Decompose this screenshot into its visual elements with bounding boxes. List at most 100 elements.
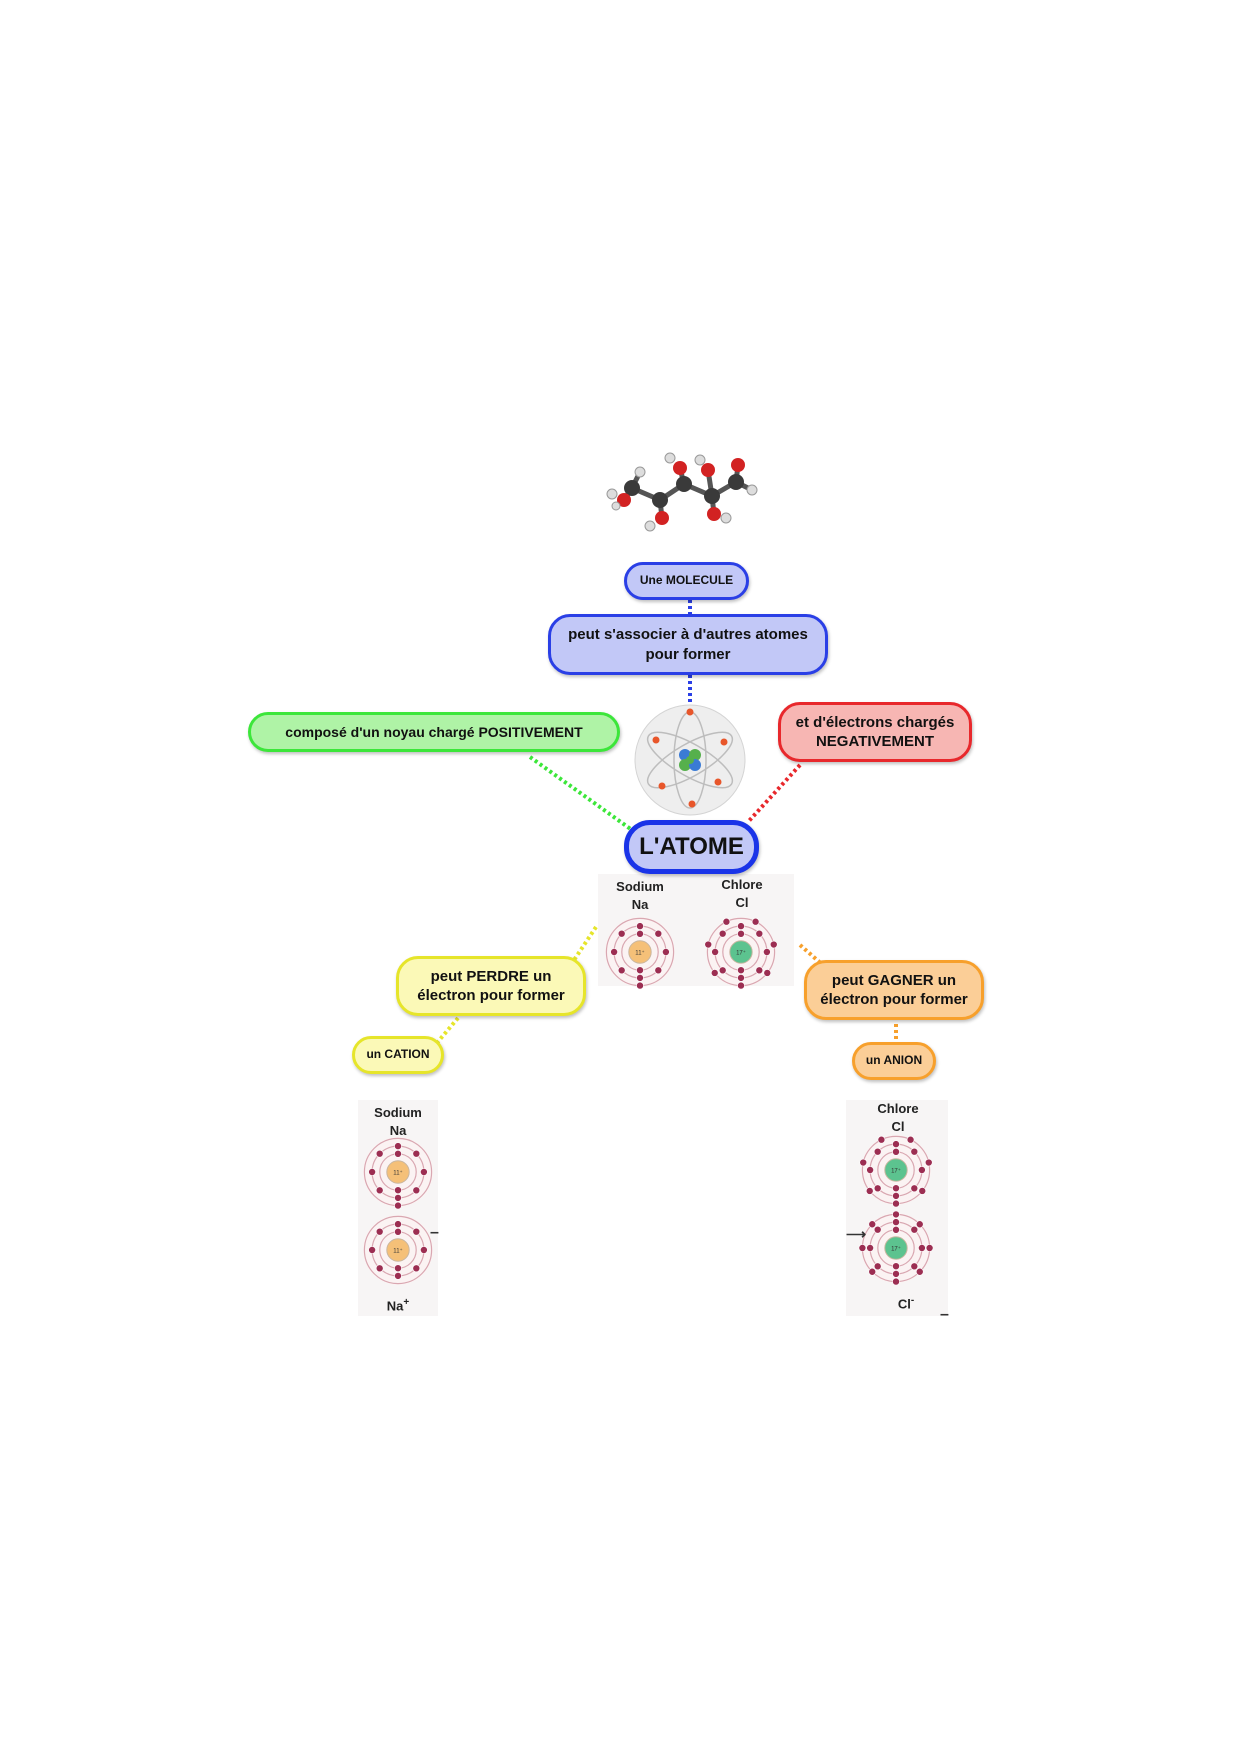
sodium-atom-electron xyxy=(412,1186,421,1195)
associate-node: peut s'associer à d'autres atomes pour f… xyxy=(548,614,828,675)
chlore-atom-electron xyxy=(906,1135,915,1144)
right-chlore-label: Chlore Cl xyxy=(868,1100,928,1135)
connector-electrons-atom xyxy=(746,763,802,824)
chlorure-ion-electron xyxy=(910,1262,919,1271)
chlore-atom-electron xyxy=(924,1158,933,1167)
chlorure-ion-electron xyxy=(910,1225,919,1234)
center-sodium-name: Sodium xyxy=(616,879,664,894)
center-chlore-electron xyxy=(718,929,727,938)
sodium-atom-electron xyxy=(375,1149,384,1158)
left-ion-charge: + xyxy=(403,1297,410,1308)
sodium-atom-electron xyxy=(394,1194,402,1202)
center-sodium-electron xyxy=(654,929,663,938)
connector-nucleus-atom xyxy=(528,755,634,832)
right-chlore-name: Chlore xyxy=(877,1101,919,1116)
center-sodium-symbol: Na xyxy=(631,896,649,912)
chlorure-ion-electron xyxy=(892,1277,900,1286)
center-chlore-symbol: Cl xyxy=(735,894,749,910)
right-minus-sign: – xyxy=(940,1306,949,1323)
chlore-atom-electron xyxy=(892,1148,900,1156)
center-chlore-electron xyxy=(737,966,745,975)
right-ion-symbol: Cl xyxy=(897,1296,911,1312)
center-sodium-electron xyxy=(662,948,670,956)
chlorure-ion-electron xyxy=(892,1270,900,1278)
sodium-ion-electron xyxy=(420,1246,428,1254)
anion-node: un ANION xyxy=(852,1042,936,1080)
center-chlore-electron xyxy=(769,940,778,949)
chlorure-ion-electron xyxy=(858,1244,867,1252)
left-sodium-name: Sodium xyxy=(374,1105,422,1120)
molecule-image xyxy=(606,452,758,532)
chlore-atom-electron xyxy=(910,1147,919,1156)
sodium-ion-electron xyxy=(394,1264,402,1272)
center-chlore-nucleus xyxy=(729,940,753,964)
right-ion-charge: - xyxy=(910,1295,915,1306)
chlore-atom-electron xyxy=(873,1184,882,1193)
center-sodium-electron xyxy=(654,966,663,975)
chlore-atom-electron xyxy=(892,1184,900,1192)
atom-node: L'ATOME xyxy=(624,820,759,874)
center-sodium-electron xyxy=(610,948,618,956)
left-ion-label: Na+ xyxy=(378,1296,418,1315)
center-chlore-electron xyxy=(737,922,745,930)
chlore-atom-electron xyxy=(873,1147,882,1156)
chlore-atom-electron xyxy=(866,1166,874,1174)
connector-atom-lose xyxy=(568,925,598,968)
sodium-ion-electron xyxy=(375,1227,384,1236)
center-sodium-nucleus-label: 11⁺ xyxy=(635,950,644,957)
center-sodium-nucleus xyxy=(628,940,652,964)
chlorure-ion-electron xyxy=(892,1226,900,1234)
sodium-atom-electron xyxy=(375,1186,384,1195)
center-chlore-electron xyxy=(722,917,731,926)
center-sodium-electron xyxy=(636,966,644,975)
center-chlore-electron xyxy=(737,929,745,938)
sodium-atom-electron xyxy=(412,1149,421,1158)
center-chlore-electron xyxy=(763,969,772,977)
chlore-atom-electron xyxy=(865,1187,874,1195)
center-sodium-electron xyxy=(636,974,644,982)
sodium-atom-nucleus xyxy=(386,1160,410,1184)
cation-node: un CATION xyxy=(352,1036,444,1074)
left-ion-symbol: Na xyxy=(386,1298,404,1314)
sodium-ion-shell-3 xyxy=(363,1215,433,1285)
center-sodium-electron xyxy=(636,929,644,938)
chlorure-ion-electron xyxy=(915,1220,924,1229)
chlorure-ion-nucleus xyxy=(884,1236,908,1260)
sodium-ion-electron xyxy=(368,1246,376,1254)
center-chlore-electron xyxy=(710,969,719,977)
center-sodium-label: Sodium Na xyxy=(610,878,670,913)
chlorure-ion-nucleus-label: 17⁺ xyxy=(891,1246,901,1253)
center-chlore-electron xyxy=(751,917,760,926)
center-chlore-electron xyxy=(718,966,727,975)
chlore-atom-electron xyxy=(892,1192,900,1200)
electrons-node: et d'électrons chargés NEGATIVEMENT xyxy=(778,702,972,762)
center-sodium-electron xyxy=(636,922,644,930)
center-chlore-label: Chlore Cl xyxy=(712,876,772,911)
sodium-ion-electron xyxy=(375,1264,384,1273)
chlore-atom-electron xyxy=(918,1187,927,1195)
sodium-ion-electron xyxy=(394,1272,402,1280)
chlorure-ion-electron xyxy=(925,1244,934,1252)
left-sodium-symbol: Na xyxy=(389,1122,407,1138)
chlorure-ion-electron xyxy=(892,1210,900,1219)
sodium-atom-electron xyxy=(394,1186,402,1194)
sodium-ion-electron xyxy=(412,1264,421,1273)
center-chlore-name: Chlore xyxy=(721,877,763,892)
chlore-atom-electron xyxy=(918,1166,926,1174)
sodium-ion-nucleus xyxy=(386,1238,410,1262)
chlore-atom-electron xyxy=(892,1199,900,1208)
center-sodium-electron xyxy=(636,981,644,990)
atom-illustration xyxy=(634,704,746,816)
left-sodium-label: Sodium Na xyxy=(368,1104,428,1139)
sodium-atom-electron xyxy=(394,1150,402,1158)
chlorure-ion-electron xyxy=(868,1267,877,1276)
center-sodium-electron xyxy=(617,929,626,938)
sodium-ion-electron xyxy=(394,1220,402,1228)
chlorure-ion-electron xyxy=(868,1220,877,1229)
right-ion-label: Cl- xyxy=(886,1294,926,1313)
sodium-atom-electron xyxy=(368,1168,376,1176)
center-chlore-nucleus-label: 17⁺ xyxy=(736,950,746,957)
chlorure-ion-electron xyxy=(892,1218,900,1226)
